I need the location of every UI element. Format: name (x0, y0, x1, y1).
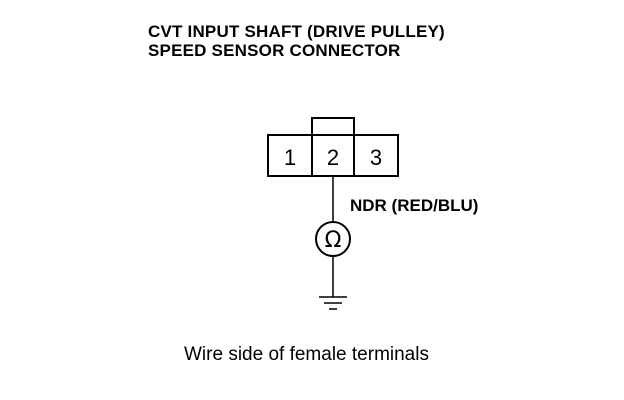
diagram-title: CVT INPUT SHAFT (DRIVE PULLEY) SPEED SEN… (148, 22, 445, 60)
title-line-2: SPEED SENSOR CONNECTOR (148, 41, 401, 60)
ohm-icon: Ω (325, 228, 342, 253)
connector-key-tab (311, 117, 355, 136)
diagram-caption: Wire side of female terminals (184, 344, 429, 365)
connector-body (267, 134, 399, 177)
terminal-2-label: 2 (327, 145, 339, 170)
ground-icon (319, 296, 347, 310)
wire-label: NDR (RED/BLU) (350, 196, 478, 215)
title-line-1: CVT INPUT SHAFT (DRIVE PULLEY) (148, 22, 445, 41)
terminal-1-label: 1 (284, 145, 296, 170)
terminal-3-label: 3 (370, 145, 382, 170)
